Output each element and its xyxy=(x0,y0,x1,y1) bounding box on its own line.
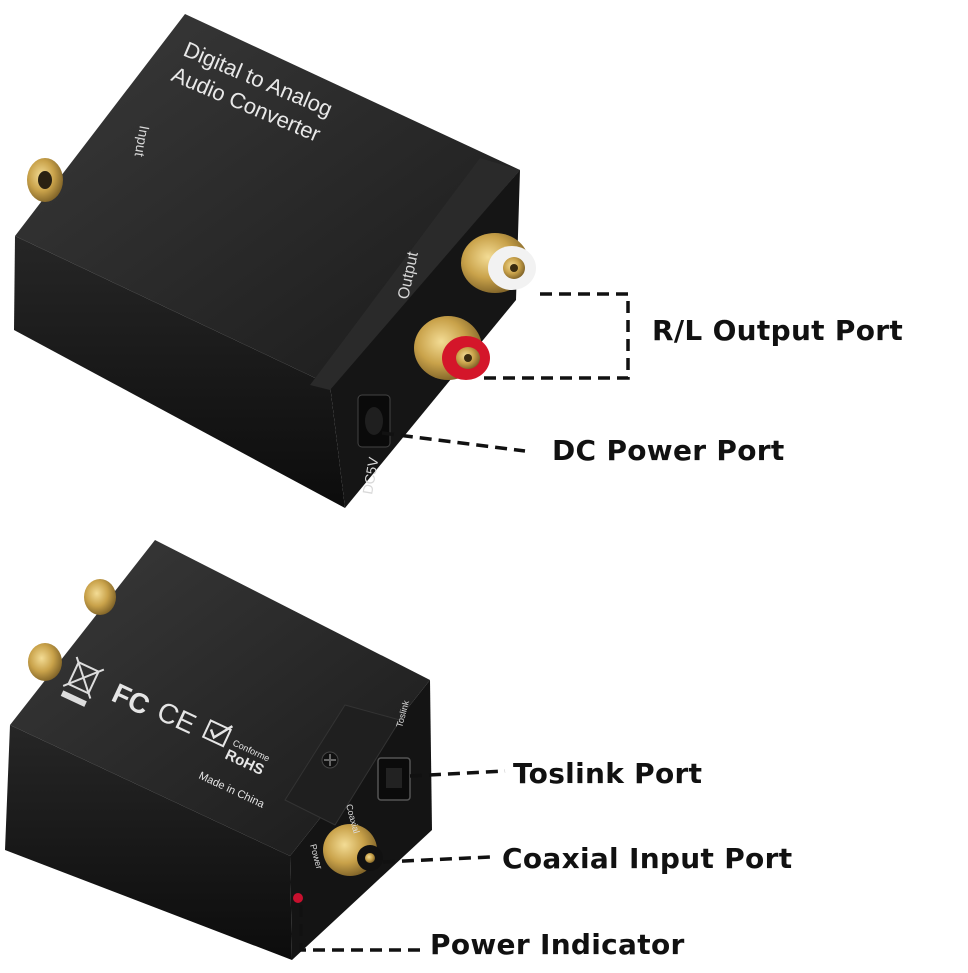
bottom-unit-rear-jack-1 xyxy=(84,579,116,615)
bottom-unit-rear-jack-2 xyxy=(28,643,62,681)
toslink-port-callout: Toslink Port xyxy=(513,757,703,790)
top-unit-side-face xyxy=(14,236,345,508)
power-indicator-callout: Power Indicator xyxy=(430,928,685,961)
coaxial-input-jack xyxy=(323,824,383,876)
output-jack-white xyxy=(461,233,536,293)
weee-bin-icon xyxy=(60,656,105,707)
toslink-leader xyxy=(409,769,506,778)
dc-power-port-callout: DC Power Port xyxy=(552,434,785,467)
coaxial-input-port-callout: Coaxial Input Port xyxy=(502,842,793,875)
bottom-converter-unit: FC CE Conforme RoHS Made in China Toslin… xyxy=(5,540,432,960)
rl-output-port-callout: R/L Output Port xyxy=(652,314,904,347)
toslink-cover-flap xyxy=(284,704,401,826)
dc-power-leader xyxy=(381,431,526,453)
power-indicator-led xyxy=(293,893,303,903)
output-jack-red xyxy=(414,316,490,380)
rl-output-leader xyxy=(480,292,630,380)
top-unit-ridge xyxy=(310,158,520,390)
bottom-unit-front-face xyxy=(290,680,432,960)
rohs-mark-icon xyxy=(201,719,234,748)
top-unit-dc-label: DC5V xyxy=(359,455,381,495)
power-indicator-leader xyxy=(299,905,420,952)
bottom-unit-side-face xyxy=(5,725,292,960)
leader-lines xyxy=(299,292,630,952)
top-unit-input-label: Input xyxy=(132,124,153,158)
top-converter-unit: Digital to Analog Audio Converter Input … xyxy=(14,14,536,508)
